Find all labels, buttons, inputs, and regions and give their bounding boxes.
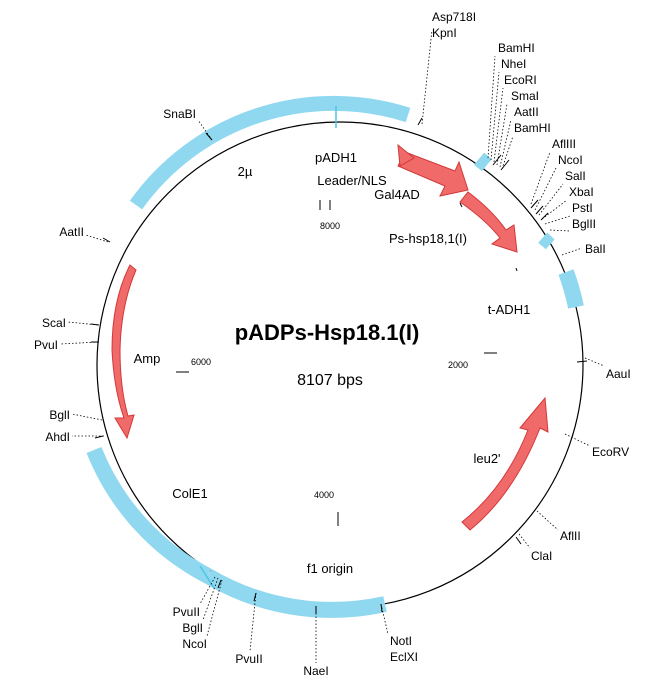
- leader-bglII: [549, 229, 571, 232]
- site-kpni: KpnI: [432, 26, 457, 40]
- leader-ncoi-1: [534, 167, 557, 211]
- site-nhei: NheI: [501, 57, 526, 71]
- region-label-gal4ad: Gal4AD: [374, 187, 420, 202]
- region-tadh1-arc: [558, 269, 584, 309]
- leader-ecori: [493, 87, 504, 163]
- leader-ecorv: [564, 433, 591, 447]
- plasmid-backbone: [96, 121, 584, 609]
- arrow-label-leu2: leu2': [473, 451, 500, 466]
- site-aflIII: AflIII: [552, 137, 576, 151]
- region-cole1-arc: [86, 447, 212, 584]
- site-xbai: XbaI: [569, 185, 594, 199]
- leader-smai: [496, 103, 508, 166]
- leader-pvuii-2: [199, 576, 216, 605]
- leader-bglI-1: [202, 577, 219, 621]
- site-snabi: SnaBI: [163, 107, 196, 121]
- site-bglI-1: BglI: [182, 621, 203, 635]
- site-bali: BalI: [585, 242, 606, 256]
- site-ahdi: AhdI: [45, 430, 70, 444]
- site-smai: SmaI: [511, 89, 539, 103]
- site-bglI-2: BglI: [49, 408, 70, 422]
- site-aatii-1: AatII: [514, 105, 539, 119]
- site-ncoi-2: NcoI: [182, 637, 207, 651]
- region-2u-arc: [129, 95, 411, 210]
- site-pvui: PvuI: [34, 338, 58, 352]
- tick-mark-gal4ad: [459, 202, 463, 208]
- leader-psti: [544, 215, 571, 225]
- leader-aatii-2: [85, 234, 109, 243]
- region-label-f1origin: f1 origin: [307, 561, 353, 576]
- site-pvuii-1: PvuII: [235, 652, 262, 666]
- arrow-ps-hsp18: [459, 191, 518, 253]
- region-label-ps-hsp: Ps-hsp18,1(I): [389, 231, 467, 246]
- region-label-leader: Leader/NLS: [317, 173, 387, 188]
- site-bglII: BglII: [572, 217, 596, 231]
- leader-bali: [561, 247, 583, 256]
- arrow-label-amp: Amp: [134, 351, 161, 366]
- site-pvuii-2: PvuII: [173, 605, 200, 619]
- site-bamhi-1: BamHI: [498, 41, 535, 55]
- site-ecori: EcoRI: [504, 73, 537, 87]
- leader-ncoi-2: [206, 579, 223, 637]
- site-naei: NaeI: [303, 664, 328, 678]
- leader-aflii: [536, 510, 559, 531]
- plasmid-size: 8107 bps: [297, 372, 363, 389]
- region-f1origin-arc: [203, 569, 387, 618]
- site-aaui: AauI: [606, 367, 631, 381]
- leader-asp718i: [421, 29, 433, 125]
- site-ecorv: EcoRV: [592, 445, 629, 459]
- leader-aatii-1: [499, 119, 512, 168]
- arrow-amp: [111, 264, 137, 440]
- site-ticks: [90, 117, 588, 614]
- plasmid-name: pADPs-Hsp18.1(I): [235, 320, 420, 345]
- tick-label-4000: 4000: [314, 490, 334, 500]
- leader-clai: [518, 533, 531, 549]
- region-ps-tag-arc: [538, 232, 555, 250]
- arrow-leu2: [461, 396, 549, 531]
- leader-scai: [67, 321, 99, 326]
- arrow-gal4ad: [397, 151, 469, 197]
- leader-nhei: [490, 71, 500, 161]
- region-hsp-tag-arc: [474, 152, 492, 172]
- site-asp718i: Asp718I: [432, 10, 476, 24]
- region-label-tadh1: t-ADH1: [488, 302, 531, 317]
- site-aflii: AflII: [560, 529, 581, 543]
- tick-mark-hsp: [515, 267, 518, 272]
- site-eclxi: EclXI: [390, 650, 418, 664]
- region-cole1-f1-divider: [199, 565, 215, 589]
- tick-label-8000: 8000: [320, 221, 340, 231]
- leader-bamhi-2: [501, 135, 514, 170]
- site-aatii-2: AatII: [59, 225, 84, 239]
- site-noti: NotI: [390, 634, 412, 648]
- arrow-gal4ad-head: [397, 143, 415, 167]
- leader-pvui: [59, 341, 99, 345]
- site-bamhi-2: BamHI: [514, 121, 551, 135]
- site-psti: PstI: [572, 201, 593, 215]
- region-label-cole1: ColE1: [172, 486, 207, 501]
- leader-bamhi-1: [487, 55, 496, 159]
- region-label-2u: 2µ: [238, 164, 253, 179]
- region-label-padh1: pADH1: [315, 150, 357, 165]
- site-scai: ScaI: [42, 316, 66, 330]
- leader-aflIII: [530, 151, 551, 205]
- leader-noti: [380, 603, 389, 635]
- site-ncoi-1: NcoI: [558, 153, 583, 167]
- leader-aaui: [584, 357, 605, 367]
- leader-xbai: [541, 199, 568, 220]
- tick-label-2000: 2000: [448, 360, 468, 370]
- tick-label-6000: 6000: [191, 357, 211, 367]
- site-clai: ClaI: [531, 549, 552, 563]
- site-sali: SalI: [565, 169, 586, 183]
- leader-sali: [538, 183, 564, 216]
- leader-bglI-2: [71, 413, 103, 421]
- leader-pvuii-1: [249, 592, 257, 652]
